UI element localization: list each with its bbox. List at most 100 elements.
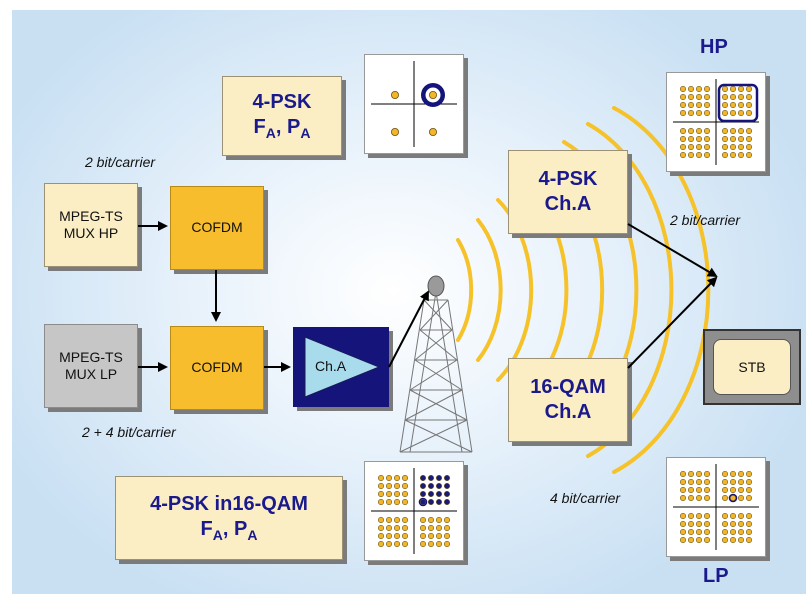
constellation-point: [729, 529, 736, 536]
constellation-point: [738, 537, 745, 544]
constellation-point: [703, 486, 710, 493]
constellation-point: [436, 498, 443, 505]
constellation-point: [378, 533, 385, 540]
constellation-point: [729, 86, 736, 93]
constellation-point: [746, 537, 753, 544]
constellation-point: [687, 127, 694, 134]
constellation-point: [393, 482, 400, 489]
constellation-point: [419, 498, 426, 505]
constellation-point: [680, 520, 687, 527]
arrow-amp-antenna: [388, 290, 429, 368]
constellation-point: [746, 127, 753, 134]
constellation-point: [444, 524, 451, 531]
constellation-point: [680, 109, 687, 116]
constellation-point: [703, 537, 710, 544]
psk-top-line2: FA, PA: [253, 115, 312, 143]
constellation-point: [695, 93, 702, 100]
constellation-point: [378, 475, 385, 482]
constellation-point: [393, 516, 400, 523]
constellation-point: [427, 516, 434, 523]
constellation-point: [738, 471, 745, 478]
constellation-point: [703, 86, 710, 93]
constellation-point: [378, 490, 385, 497]
quadrant-highlight: [717, 83, 759, 123]
constellation-point: [695, 152, 702, 159]
constellation-4psk: [364, 54, 464, 154]
constellation-point: [419, 524, 426, 531]
constellation-point: [738, 127, 745, 134]
constellation-point: [680, 135, 687, 142]
psk-top-sep: ,: [275, 115, 287, 138]
constellation-point: [687, 135, 694, 142]
constellation-point: [680, 512, 687, 519]
constellation-point: [703, 471, 710, 478]
psk-in-qam-sep: ,: [222, 517, 234, 540]
constellation-point: [695, 512, 702, 519]
constellation-point: [687, 494, 694, 501]
amplifier-triangle-icon: [304, 336, 381, 398]
constellation-point: [378, 498, 385, 505]
constellation-point: [419, 482, 426, 489]
constellation-point: [680, 478, 687, 485]
constellation-point: [687, 471, 694, 478]
constellation-point: [738, 135, 745, 142]
constellation-point: [385, 541, 392, 548]
constellation-point: [680, 471, 687, 478]
psk-top-f: F: [253, 115, 266, 138]
constellation-point: [429, 91, 438, 100]
constellation-point: [729, 537, 736, 544]
stb-screen: STB: [713, 339, 791, 395]
constellation-point: [695, 529, 702, 536]
mux-hp-line2: MUX HP: [63, 225, 119, 241]
arrow-qam-stb: [627, 276, 718, 369]
channel-amplifier: Ch.A: [293, 327, 389, 407]
constellation-point: [695, 471, 702, 478]
constellation-point: [687, 86, 694, 93]
constellation-point: [401, 482, 408, 489]
wave-1: [456, 238, 474, 342]
constellation-point: [436, 482, 443, 489]
constellation-point: [703, 512, 710, 519]
constellation-point: [401, 490, 408, 497]
constellation-point: [729, 152, 736, 159]
constellation-point: [390, 128, 399, 137]
constellation-point: [680, 144, 687, 151]
constellation-hp: [666, 72, 766, 172]
constellation-point: [695, 109, 702, 116]
constellation-point: [385, 482, 392, 489]
constellation-point: [378, 482, 385, 489]
mux-lp-line1: MPEG-TS: [59, 348, 123, 365]
constellation-point: [444, 541, 451, 548]
constellation-point: [695, 86, 702, 93]
constellation-point: [401, 498, 408, 505]
constellation-point: [378, 524, 385, 531]
constellation-point: [721, 144, 728, 151]
constellation-point: [436, 516, 443, 523]
constellation-lp: [666, 457, 766, 557]
constellation-point: [436, 475, 443, 482]
psk-in-qam-box: 4-PSK in16-QAM FA, PA: [115, 476, 343, 560]
constellation-point: [695, 127, 702, 134]
psk-top-p-sub: A: [300, 124, 311, 141]
constellation-point: [427, 490, 434, 497]
constellation-point: [680, 152, 687, 159]
constellation-point: [703, 109, 710, 116]
constellation-point: [427, 524, 434, 531]
constellation-point: [721, 86, 728, 93]
lp-header: LP: [703, 565, 729, 587]
constellation-point: [729, 127, 736, 134]
constellation-point: [444, 498, 451, 505]
constellation-point: [746, 529, 753, 536]
constellation-point: [746, 471, 753, 478]
constellation-point: [436, 541, 443, 548]
constellation-point: [393, 524, 400, 531]
constellation-point: [687, 537, 694, 544]
constellation-point: [729, 144, 736, 151]
constellation-point: [427, 482, 434, 489]
constellation-point: [721, 101, 728, 108]
constellation-point: [746, 494, 753, 501]
